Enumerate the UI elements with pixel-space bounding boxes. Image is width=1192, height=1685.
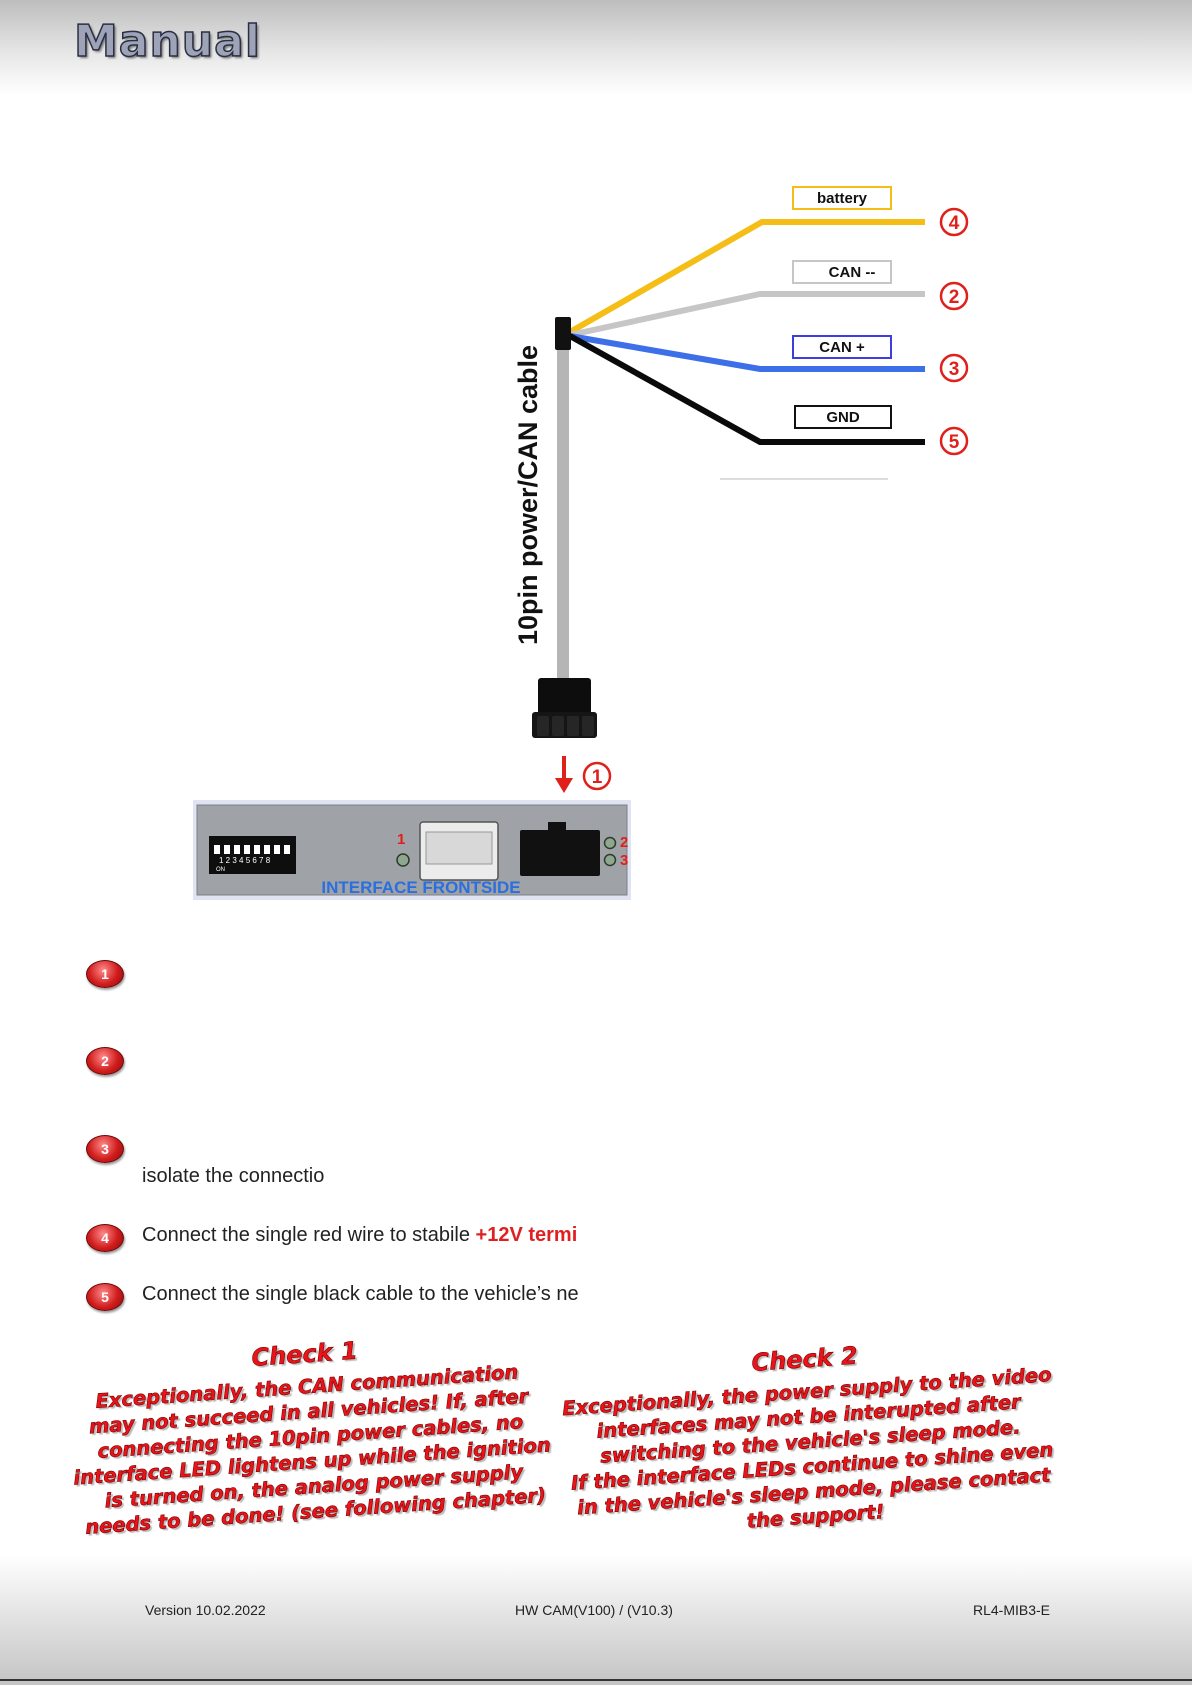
marker-5: 5: [939, 426, 969, 456]
battery-label: battery: [817, 190, 868, 207]
marker-2: 2: [939, 281, 969, 311]
can-plus-label-box: [792, 335, 892, 359]
interface-label: INTERFACE FRONTSIDE: [321, 878, 520, 897]
led-1-label: 1: [397, 831, 405, 848]
svg-text:2: 2: [949, 287, 960, 308]
check-2-box: Check 2 Exceptionally, the power supply …: [534, 1326, 1086, 1547]
wire-can-minus: [569, 291, 925, 338]
svg-text:5: 5: [949, 432, 960, 453]
wire-battery: [568, 219, 925, 335]
step-4-plain: Connect the single red wire to stabile: [142, 1224, 476, 1246]
step-3-text: isolate the connectio: [142, 1165, 325, 1187]
connect-arrow: [555, 756, 573, 793]
gnd-label: GND: [826, 409, 860, 426]
dip-switch: [209, 836, 296, 874]
footer-hw: HW CAM(V100) / (V10.3): [515, 1602, 673, 1618]
led-3-label: 3: [620, 852, 628, 869]
wire-gnd: [568, 333, 925, 445]
svg-text:ON: ON: [216, 867, 225, 873]
footer-version: Version 10.02.2022: [145, 1602, 266, 1618]
page-footer: Version 10.02.2022 HW CAM(V100) / (V10.3…: [0, 1555, 1192, 1685]
wire-can-plus: [569, 333, 925, 372]
battery-label-box: [792, 186, 892, 210]
can-minus-label: CAN --: [829, 264, 876, 281]
socket-black: [520, 830, 600, 876]
step-5-badge: 5: [86, 1283, 124, 1311]
step-1-badge: 1: [86, 960, 124, 988]
svg-text:1 2 3 4 5 6 7 8: 1 2 3 4 5 6 7 8: [219, 856, 271, 865]
gnd-label-box: [794, 405, 892, 429]
svg-text:3: 3: [949, 359, 960, 380]
step-4-text: Connect the single red wire to stabile +…: [142, 1224, 577, 1247]
can-minus-label-box: [792, 260, 892, 284]
led-3: [603, 853, 617, 867]
step-3-badge: 3: [86, 1135, 124, 1163]
check-1-box: Check 1 Exceptionally, the CAN communica…: [34, 1321, 586, 1542]
led-2-label: 2: [620, 834, 628, 851]
plug-connector: [532, 678, 597, 738]
marker-1: 1: [582, 761, 612, 791]
can-plus-label: CAN +: [819, 339, 865, 356]
marker-4: 4: [939, 207, 969, 237]
page-header: Manual: [0, 0, 1192, 95]
svg-text:1: 1: [592, 767, 603, 788]
footer-code: RL4-MIB3-E: [973, 1602, 1051, 1618]
manual-logo: Manual: [73, 15, 261, 68]
marker-3: 3: [939, 353, 969, 383]
step-4-highlight: +12V termi: [475, 1224, 578, 1246]
wiring-diagram: battery CAN -- CAN + GND 4 2 3 5 10pin p…: [193, 186, 969, 900]
svg-text:4: 4: [949, 213, 960, 234]
footer-rule: [0, 1679, 1192, 1681]
step-5-text: Connect the single black cable to the ve…: [142, 1283, 579, 1305]
interface-frontside: 1 2 3 4 5 6 7 8 ON 1 2 3 INTERFACE FRONT…: [193, 800, 631, 900]
led-1: [396, 853, 410, 867]
step-4-badge: 4: [86, 1224, 124, 1252]
cable-splitter: [555, 317, 571, 350]
led-2: [603, 836, 617, 850]
step-2-badge: 2: [86, 1047, 124, 1075]
cable-label: 10pin power/CAN cable: [513, 345, 543, 645]
